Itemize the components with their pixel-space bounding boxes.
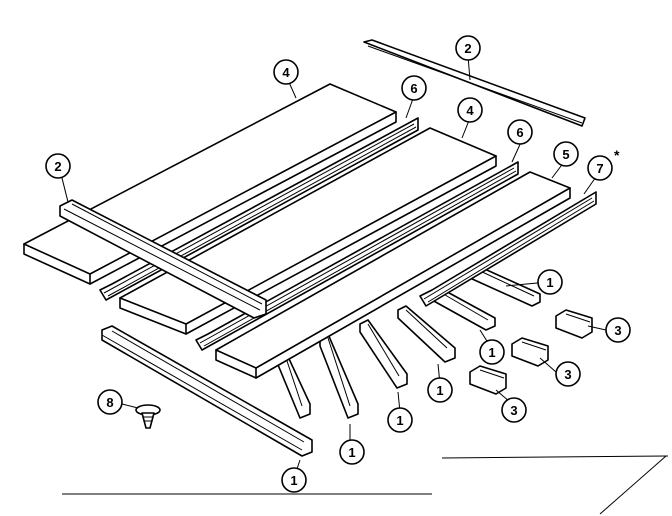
- part-2-top-strip: [363, 39, 586, 127]
- svg-text:3: 3: [510, 403, 517, 418]
- svg-text:2: 2: [54, 159, 61, 174]
- part-5-panel-right: [215, 171, 571, 379]
- svg-text:2: 2: [464, 41, 471, 56]
- callout-7: 7 *: [587, 147, 620, 181]
- svg-text:4: 4: [282, 65, 290, 80]
- joist: [319, 333, 359, 419]
- part-3-bracket: [511, 337, 549, 367]
- callout-1-d: 1: [387, 407, 413, 433]
- joist: [397, 305, 456, 363]
- svg-text:1: 1: [348, 445, 355, 460]
- callout-1-b: 1: [479, 339, 505, 365]
- joist-front: [101, 325, 313, 457]
- svg-text:1: 1: [546, 275, 553, 290]
- svg-text:4: 4: [466, 103, 474, 118]
- svg-text:3: 3: [564, 367, 571, 382]
- callout-8: 8: [97, 389, 123, 415]
- svg-text:1: 1: [488, 345, 495, 360]
- callout-6-middle: 6: [507, 119, 533, 145]
- callout-2-top: 2: [455, 35, 481, 61]
- callout-4-middle: 4: [457, 97, 483, 123]
- callout-2-left: 2: [45, 153, 71, 179]
- callout-3-a: 3: [605, 317, 631, 343]
- joist: [359, 319, 408, 389]
- callout-1-e: 1: [339, 439, 365, 465]
- svg-text:1: 1: [290, 473, 297, 488]
- asterisk-mark: *: [614, 147, 620, 163]
- svg-text:1: 1: [436, 383, 443, 398]
- svg-text:7: 7: [596, 161, 603, 176]
- ground-line: [441, 455, 669, 459]
- part-8-screw-icon: [135, 404, 161, 429]
- part-1-joists: [101, 265, 541, 457]
- svg-text:8: 8: [106, 395, 113, 410]
- callout-1-c: 1: [427, 377, 453, 403]
- svg-text:1: 1: [396, 413, 403, 428]
- ground-line: [599, 455, 667, 515]
- svg-text:6: 6: [516, 125, 523, 140]
- callout-3-c: 3: [501, 397, 527, 423]
- part-3-bracket: [469, 365, 507, 395]
- callout-5: 5: [553, 141, 579, 167]
- svg-text:5: 5: [562, 147, 569, 162]
- callout-3-b: 3: [555, 361, 581, 387]
- part-3-bracket: [555, 309, 593, 339]
- callout-1-a: 1: [537, 269, 563, 295]
- svg-text:3: 3: [614, 323, 621, 338]
- svg-text:6: 6: [410, 81, 417, 96]
- callout-1-f: 1: [281, 467, 307, 493]
- callout-6-left: 6: [401, 75, 427, 101]
- part-2-cross-bar: [59, 199, 267, 319]
- callout-4-left: 4: [273, 59, 299, 85]
- part-7-channel: [419, 191, 597, 307]
